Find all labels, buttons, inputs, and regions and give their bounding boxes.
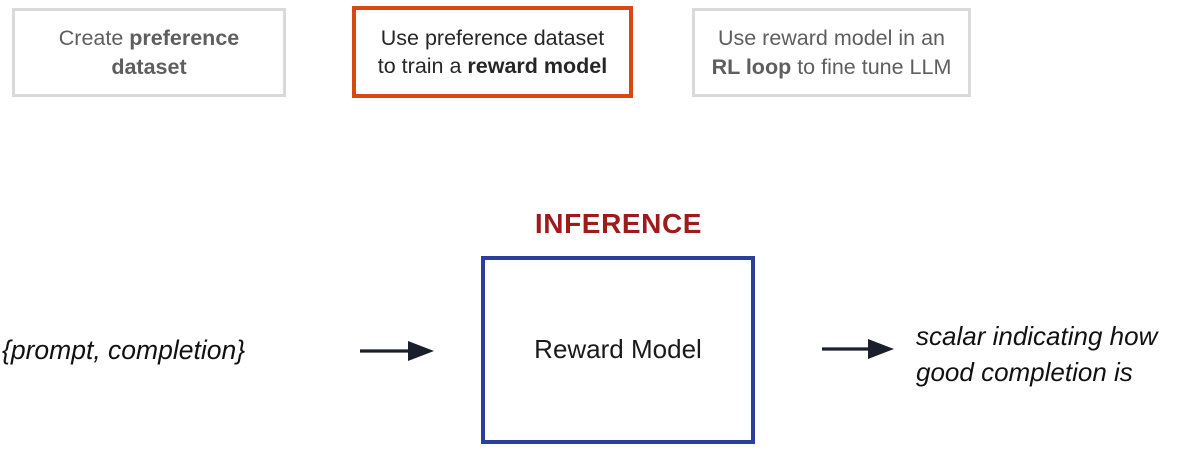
step-2-line2-bold: reward model <box>467 54 608 78</box>
reward-model-label: Reward Model <box>534 334 702 365</box>
step-1-line1-plain: Create <box>58 26 130 51</box>
step-2-line2-plain: to train a <box>377 54 468 78</box>
step-3-line1-plain: Use reward model in an <box>717 26 946 51</box>
step-2-line1-plain: Use preference dataset <box>380 25 605 50</box>
step-3-line2-plain: to fine tune LLM <box>791 54 952 79</box>
step-box-rl-loop-fine-tune[interactable]: Use reward model in an RL loop to fine tu… <box>692 8 971 97</box>
reward-model-box[interactable]: Reward Model <box>481 256 755 444</box>
input-label: {prompt, completion} <box>2 335 246 365</box>
step-1-line1-bold: preference <box>129 26 240 51</box>
step-3-line2-bold: RL loop <box>711 54 792 79</box>
inference-section-title: INFERENCE <box>534 208 703 239</box>
step-1-line2-bold: dataset <box>111 54 187 79</box>
step-2-text: Use preference dataset to train a reward … <box>368 24 617 81</box>
output-label-line-2: good completion is <box>916 356 1133 387</box>
output-label: scalar indicating how good completion is <box>916 319 1201 391</box>
step-box-train-reward-model[interactable]: Use preference dataset to train a reward … <box>352 6 633 98</box>
input-to-model-arrow <box>360 341 434 361</box>
step-1-text: Create preference dataset <box>49 24 249 81</box>
output-label-line-1: scalar indicating how <box>916 321 1158 351</box>
step-box-create-preference-dataset[interactable]: Create preference dataset <box>12 8 286 97</box>
step-3-text: Use reward model in an RL loop to fine tu… <box>702 24 962 81</box>
model-to-output-arrow <box>822 339 894 359</box>
